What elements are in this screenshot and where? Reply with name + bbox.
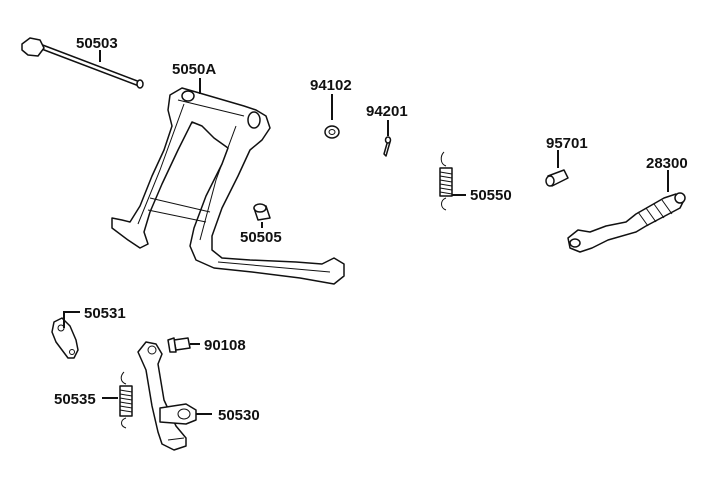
label-50503: 50503 [76, 35, 118, 52]
leader-50531 [63, 311, 80, 328]
part-50531-bracket [51, 317, 79, 359]
label-90108: 90108 [204, 337, 246, 354]
part-90108-bolt [167, 337, 191, 353]
label-94201: 94201 [366, 103, 408, 120]
part-28300-kick-lever [567, 192, 686, 253]
label-50531: 50531 [84, 305, 126, 322]
part-50530-side-stand [137, 341, 197, 451]
label-5050A: 5050A [172, 61, 216, 78]
part-5050A-center-stand [111, 87, 345, 285]
label-50505: 50505 [240, 229, 282, 246]
part-50503-axle-bolt [21, 37, 144, 89]
part-50535-spring [119, 371, 133, 429]
label-94102: 94102 [310, 77, 352, 94]
label-95701: 95701 [546, 135, 588, 152]
part-50505-bushing [253, 203, 271, 221]
label-50530: 50530 [218, 407, 260, 424]
part-94102-washer [324, 125, 340, 139]
part-50550-spring [439, 151, 453, 211]
label-50550: 50550 [470, 187, 512, 204]
label-28300: 28300 [646, 155, 688, 172]
part-95701-bolt [545, 169, 569, 187]
part-94201-split-pin [383, 136, 392, 157]
label-50535: 50535 [54, 391, 96, 408]
